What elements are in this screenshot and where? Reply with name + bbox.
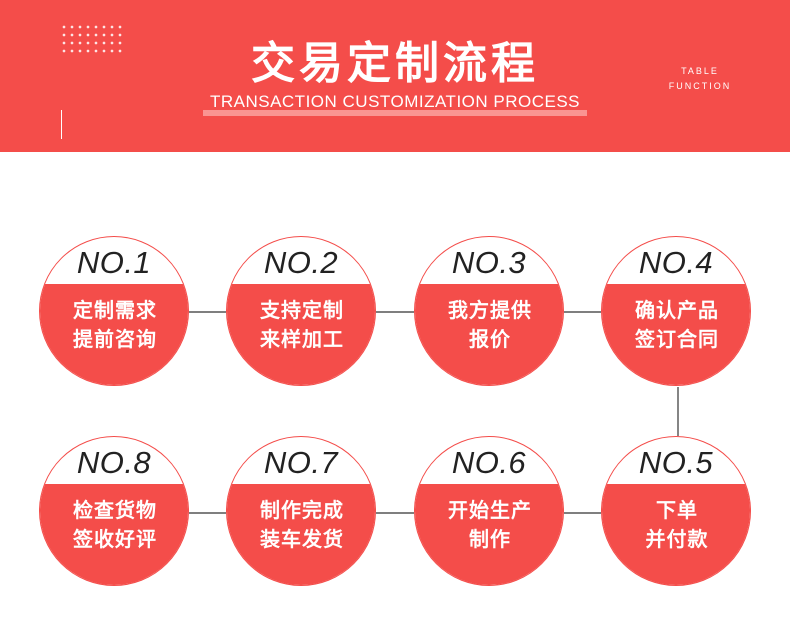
step-number: NO.3 [451, 245, 527, 280]
step-line1: 下单 [656, 498, 698, 522]
step-line1: 支持定制 [260, 298, 344, 322]
step-line1: 制作完成 [260, 498, 344, 522]
step-line2: 并付款 [645, 527, 709, 551]
side-label: TABLE FUNCTION [660, 64, 740, 94]
step-2-circle: NO.2 支持定制 来样加工 [226, 236, 376, 386]
step-description: 支持定制 来样加工 [227, 284, 375, 385]
step-line2: 装车发货 [260, 527, 344, 551]
step-1-circle: NO.1 定制需求 提前咨询 [39, 236, 189, 386]
step-number: NO.7 [263, 445, 339, 480]
step-6-circle: NO.6 开始生产 制作 [414, 436, 564, 586]
step-7-circle: NO.7 制作完成 装车发货 [226, 436, 376, 586]
dot-pattern-decoration [60, 23, 126, 56]
step-5-circle: NO.5 下单 并付款 [601, 436, 751, 586]
step-number: NO.5 [638, 445, 714, 480]
step-line1: 开始生产 [448, 498, 532, 522]
step-line1: 检查货物 [73, 498, 157, 522]
step-4-circle: NO.4 确认产品 签订合同 [601, 236, 751, 386]
step-3-circle: NO.3 我方提供 报价 [414, 236, 564, 386]
step-line2: 制作 [469, 527, 511, 551]
page-title: 交易定制流程 [251, 38, 539, 89]
step-line1: 定制需求 [73, 298, 157, 322]
vertical-bar-decoration [61, 110, 62, 139]
subtitle-highlight-bar [203, 110, 587, 116]
step-line2: 签订合同 [635, 327, 719, 351]
page-subtitle: TRANSACTION CUSTOMIZATION PROCESS [209, 92, 581, 111]
step-line1: 确认产品 [635, 298, 719, 322]
step-number: NO.4 [638, 245, 714, 280]
step-description: 定制需求 提前咨询 [40, 284, 188, 385]
side-label-line1: TABLE [681, 66, 719, 76]
step-line2: 来样加工 [260, 327, 344, 351]
step-number: NO.8 [76, 445, 152, 480]
step-line2: 提前咨询 [73, 327, 157, 351]
step-description: 我方提供 报价 [415, 284, 563, 385]
step-number: NO.1 [76, 245, 152, 280]
step-description: 下单 并付款 [602, 484, 750, 585]
header-banner: 交易定制流程 TRANSACTION CUSTOMIZATION PROCESS… [0, 0, 790, 152]
step-description: 检查货物 签收好评 [40, 484, 188, 585]
step-line2: 报价 [469, 327, 511, 351]
step-number: NO.2 [263, 245, 339, 280]
step-description: 开始生产 制作 [415, 484, 563, 585]
step-8-circle: NO.8 检查货物 签收好评 [39, 436, 189, 586]
step-number: NO.6 [451, 445, 527, 480]
step-line2: 签收好评 [73, 527, 157, 551]
step-line1: 我方提供 [448, 298, 532, 322]
step-description: 确认产品 签订合同 [602, 284, 750, 385]
side-label-line2: FUNCTION [668, 81, 732, 91]
step-description: 制作完成 装车发货 [227, 484, 375, 585]
